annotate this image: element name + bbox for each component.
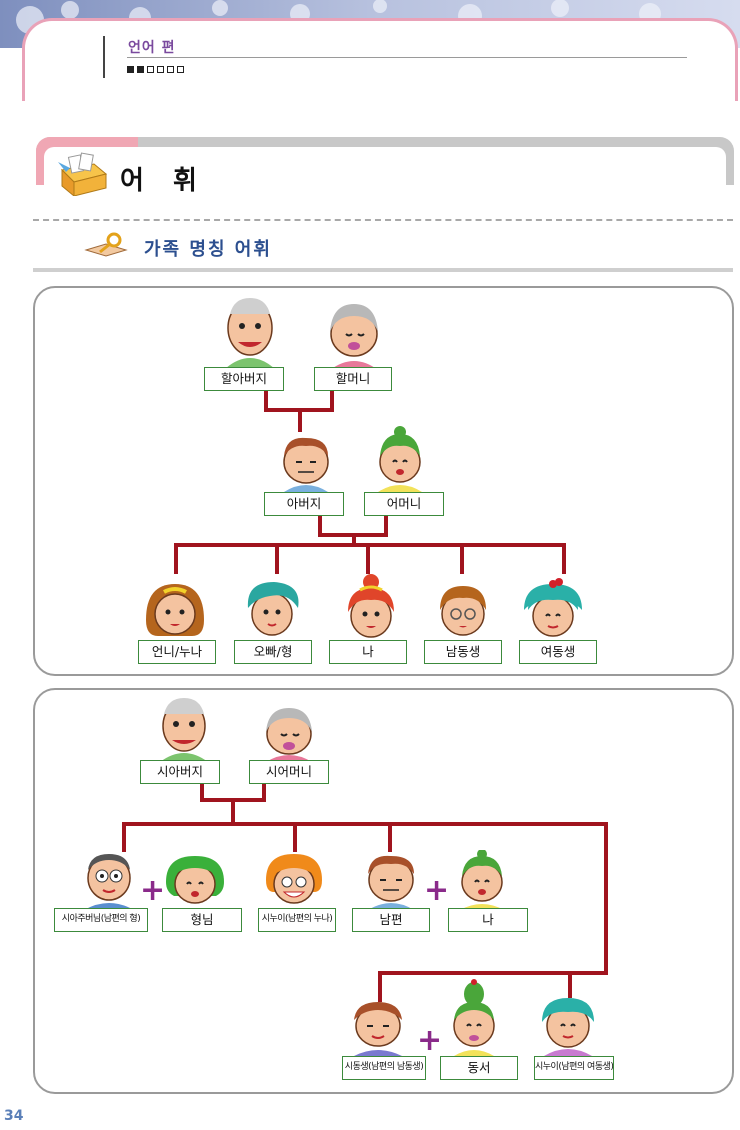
mother-face-icon	[378, 426, 422, 492]
label-husband-younger-brother: 시동생(남편의 남동생)	[342, 1056, 426, 1080]
label-father-in-law: 시아버지	[140, 760, 220, 784]
plus-icon: +	[424, 873, 450, 908]
progress-square	[137, 66, 144, 73]
label-me: 나	[329, 640, 407, 664]
page-number: 34	[4, 1108, 24, 1124]
sister-in-law-face-icon	[166, 856, 224, 904]
older-brother-face-icon	[247, 582, 299, 636]
label-grandfather: 할아버지	[204, 367, 284, 391]
label-grandmother: 할머니	[314, 367, 392, 391]
header-underline	[127, 57, 687, 58]
younger-brother-wife-face-icon	[453, 979, 495, 1056]
label-me-2: 나	[448, 908, 528, 932]
section-label: 언어 편	[128, 40, 176, 56]
husband-elder-brother-face-icon	[84, 854, 134, 910]
father-face-icon	[283, 437, 329, 492]
younger-sister-face-icon	[524, 578, 582, 637]
progress-square	[177, 66, 184, 73]
plus-icon: +	[140, 873, 166, 908]
grandfather-face-icon	[226, 298, 274, 368]
chapter-title: 어 휘	[120, 166, 207, 196]
older-sister-face-icon	[146, 584, 204, 636]
progress-square	[167, 66, 174, 73]
key-book-icon	[84, 232, 128, 257]
plus-icon: +	[417, 1023, 443, 1058]
subsection-title: 가족 명칭 어휘	[144, 239, 272, 260]
dashed-divider	[33, 219, 733, 221]
subsection-rule	[33, 268, 733, 272]
me-face-icon	[348, 574, 394, 638]
chapter-bar-inner	[44, 147, 726, 191]
box-icon	[58, 152, 108, 196]
husband-younger-sister-face-icon	[542, 998, 594, 1056]
progress-square	[157, 66, 164, 73]
progress-indicator	[127, 66, 184, 73]
label-husband-elder-brother: 시아주버님(남편의 형)	[54, 908, 148, 932]
husband-face-icon	[368, 855, 414, 910]
younger-brother-face-icon	[440, 586, 486, 636]
progress-square	[147, 66, 154, 73]
label-husband-younger-sister: 시누이(남편의 여동생)	[534, 1056, 614, 1080]
label-mother: 어머니	[364, 492, 444, 516]
label-husband-elder-sister: 시누이(남편의 누나)	[258, 908, 336, 932]
label-older-sister: 언니/누나	[138, 640, 216, 664]
me-face-icon-2	[460, 850, 504, 910]
label-father: 아버지	[264, 492, 344, 516]
label-younger-brother-wife: 동서	[440, 1056, 518, 1080]
header-card	[22, 18, 738, 101]
label-mother-in-law: 시어머니	[249, 760, 329, 784]
progress-square	[127, 66, 134, 73]
label-husband: 남편	[352, 908, 430, 932]
label-older-brother: 오빠/형	[234, 640, 312, 664]
husband-elder-sister-face-icon	[266, 854, 322, 904]
label-younger-brother: 남동생	[424, 640, 502, 664]
header-divider	[103, 36, 105, 78]
label-younger-sister: 여동생	[519, 640, 597, 664]
label-sister-in-law: 형님	[162, 908, 242, 932]
husband-younger-brother-face-icon	[354, 1002, 402, 1056]
mother-in-law-face-icon	[266, 708, 312, 762]
father-in-law-face-icon	[160, 698, 208, 762]
